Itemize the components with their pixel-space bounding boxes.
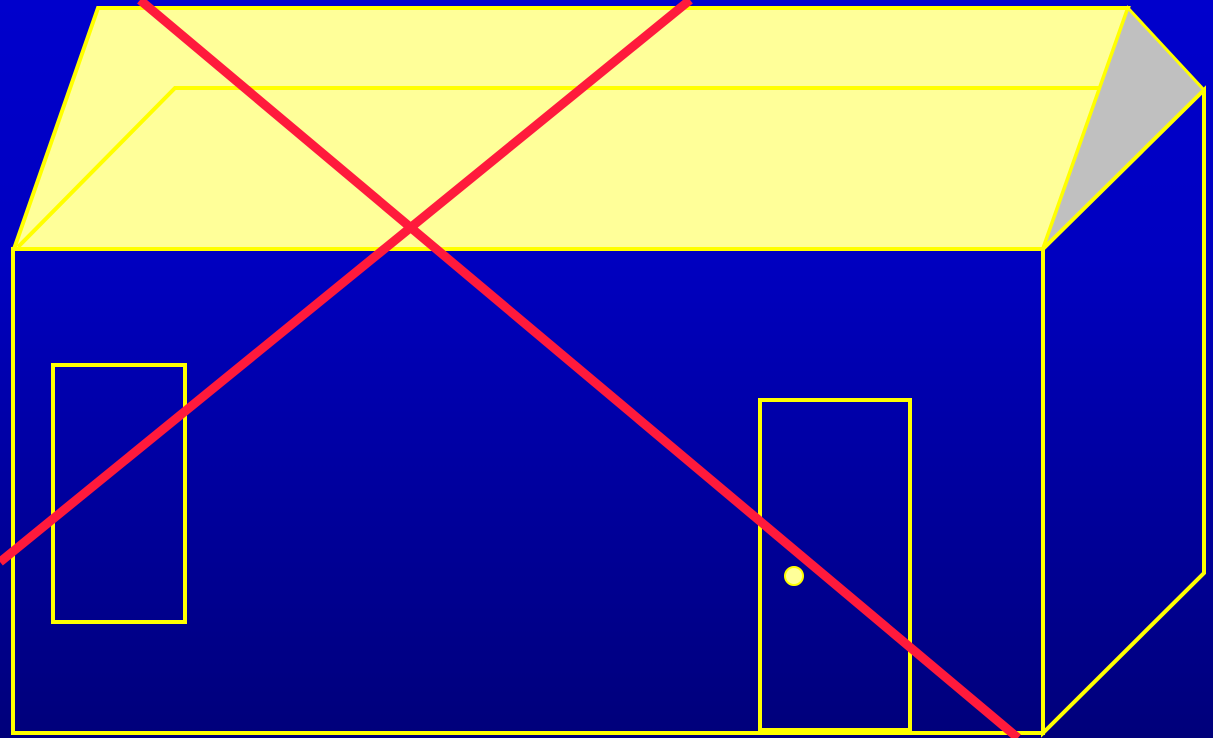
window bbox=[53, 365, 185, 622]
door bbox=[760, 400, 910, 730]
doorknob bbox=[785, 567, 803, 585]
roof bbox=[14, 8, 1128, 249]
